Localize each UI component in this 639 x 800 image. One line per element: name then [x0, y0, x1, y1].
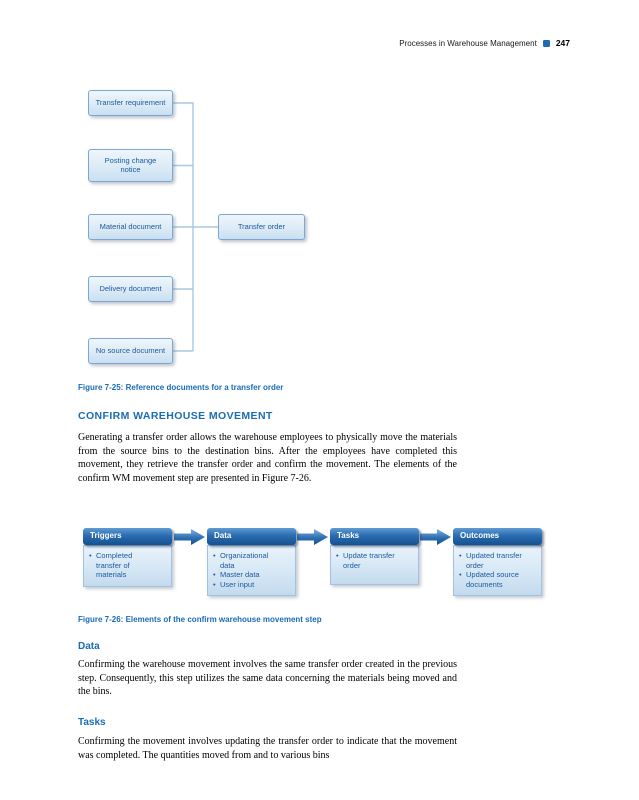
source-node-posting-change-notice: Posting change notice	[88, 149, 173, 182]
flow-column-panel: Updated transfer order Updated source do…	[453, 545, 542, 596]
page-number: 247	[555, 38, 570, 48]
data-paragraph: Confirming the warehouse movement involv…	[78, 659, 457, 697]
tasks-paragraph: Confirming the movement involves updatin…	[78, 736, 457, 761]
flow-column-panel: Update transfer order	[330, 545, 419, 585]
flow-item: Update transfer order	[336, 551, 406, 570]
flow-item: Organizational data	[213, 551, 283, 570]
figure-7-26-diagram: Triggers Completed transfer of materials…	[0, 520, 639, 612]
running-header: Processes in Warehouse Management 247	[399, 38, 570, 48]
source-node-transfer-requirement: Transfer requirement	[88, 90, 173, 116]
flow-item-list: Update transfer order	[336, 551, 414, 570]
subsection-heading-tasks: Tasks	[78, 717, 106, 728]
flow-column-header: Triggers	[83, 528, 172, 545]
node-label: Material document	[99, 221, 162, 231]
source-node-delivery-document: Delivery document	[88, 276, 173, 302]
target-node-transfer-order: Transfer order	[218, 214, 305, 240]
arrow-right-icon	[174, 529, 205, 545]
running-header-title: Processes in Warehouse Management	[399, 38, 537, 48]
node-label: Posting change notice	[104, 155, 157, 174]
flow-column-panel: Organizational data Master data User inp…	[207, 545, 296, 596]
flow-item: Completed transfer of materials	[89, 551, 159, 580]
blue-square-icon	[542, 39, 550, 47]
flow-column-panel: Completed transfer of materials	[83, 545, 172, 587]
node-label: Transfer order	[237, 221, 286, 231]
figure-7-26-caption: Figure 7-26: Elements of the confirm war…	[78, 615, 322, 624]
figure-7-25-caption: Figure 7-25: Reference documents for a t…	[78, 383, 284, 392]
flow-item-list: Completed transfer of materials	[89, 551, 167, 580]
source-node-no-source-document: No source document	[88, 338, 173, 364]
flow-column-data: Data Organizational data Master data Use…	[207, 528, 296, 596]
flow-column-header: Data	[207, 528, 296, 545]
flow-column-triggers: Triggers Completed transfer of materials	[83, 528, 172, 587]
flow-item-list: Organizational data Master data User inp…	[213, 551, 291, 589]
flow-column-outcomes: Outcomes Updated transfer order Updated …	[453, 528, 542, 596]
section-heading: CONFIRM WAREHOUSE MOVEMENT	[78, 410, 273, 422]
flow-column-tasks: Tasks Update transfer order	[330, 528, 419, 585]
flow-item: Updated transfer order	[459, 551, 529, 570]
connector-lines	[173, 102, 218, 352]
flow-column-header: Tasks	[330, 528, 419, 545]
node-label: Delivery document	[99, 283, 162, 293]
flow-item: Updated source documents	[459, 570, 529, 589]
source-node-material-document: Material document	[88, 214, 173, 240]
subsection-heading-data: Data	[78, 641, 100, 652]
flow-item: User input	[213, 580, 283, 590]
figure-7-25-diagram: Transfer requirement Posting change noti…	[0, 85, 639, 381]
node-label: No source document	[95, 345, 166, 355]
arrow-right-icon	[297, 529, 328, 545]
flow-column-header: Outcomes	[453, 528, 542, 545]
section-paragraph: Generating a transfer order allows the w…	[78, 432, 457, 484]
flow-item-list: Updated transfer order Updated source do…	[459, 551, 537, 589]
flow-item: Master data	[213, 570, 283, 580]
arrow-right-icon	[420, 529, 451, 545]
node-label: Transfer requirement	[95, 97, 166, 107]
